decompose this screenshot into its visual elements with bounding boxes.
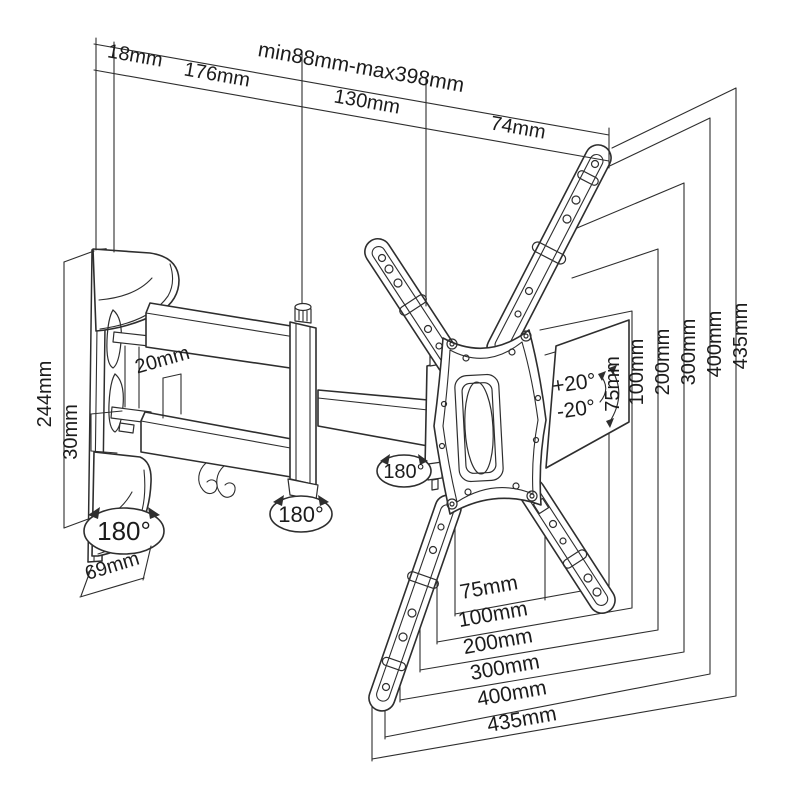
vesa-right-75mm: 75mm: [602, 356, 624, 412]
dim-30mm-label: 30mm: [60, 404, 82, 460]
vesa-right-300mm: 300mm: [678, 319, 700, 386]
vesa-plate: [433, 329, 547, 515]
swivel-arm-indicator: 180°: [269, 495, 333, 533]
tilt-box: [545, 319, 630, 469]
dim-extension-range-label: min88mm-max398mm: [256, 38, 466, 97]
dim-244mm-label: 244mm: [34, 361, 56, 428]
vesa-right-labels: 75mm 100mm 200mm 300mm 400mm 435mm: [602, 303, 752, 412]
swivel-arm-label: 180°: [278, 502, 324, 527]
vesa-right-100mm: 100mm: [626, 339, 648, 406]
vesa-arm-lower-left: [368, 494, 462, 712]
tilt-annotation: +20° -20°: [545, 319, 630, 469]
vesa-right-200mm: 200mm: [652, 329, 674, 396]
rect-100mm: [436, 310, 633, 643]
rect-435mm: [371, 87, 737, 760]
rect-300mm: [399, 182, 685, 701]
vesa-right-435mm: 435mm: [730, 303, 752, 370]
keyhole-slot: [106, 309, 122, 369]
swivel-plate-label: 180°: [383, 461, 424, 483]
keyhole-slot: [108, 373, 124, 433]
vesa-bottom-labels: 75mm 100mm 200mm 300mm 400mm 435mm: [456, 571, 558, 737]
tilt-down-label: -20°: [555, 395, 597, 423]
swivel-wall-label: 180°: [97, 516, 151, 546]
swivel-wall-indicator: 180°: [83, 507, 165, 555]
swivel-plate-indicator: 180°: [376, 454, 432, 488]
rect-400mm: [384, 117, 711, 738]
middle-pivot: [287, 302, 319, 517]
tilt-arc-icon: [608, 369, 620, 424]
extension-arm: [317, 389, 429, 447]
articulating-arm: [140, 302, 540, 517]
vesa-right-400mm: 400mm: [704, 311, 726, 378]
dim-176mm-label: 176mm: [182, 58, 252, 91]
dim-74mm-label: 74mm: [489, 112, 548, 143]
rect-200mm: [419, 248, 659, 671]
